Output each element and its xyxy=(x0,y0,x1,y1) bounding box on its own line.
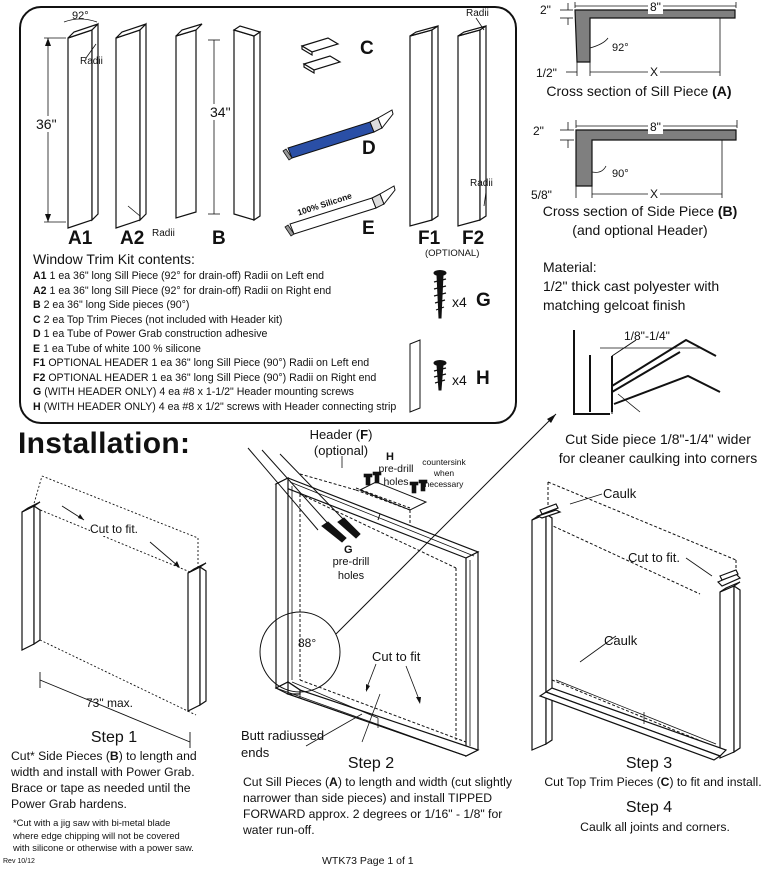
step2-title: Step 2 xyxy=(347,755,395,772)
material-line: 1/2" thick cast polyester with xyxy=(543,278,720,294)
max-width-label: 73" max. xyxy=(86,696,133,710)
power-grab-tube xyxy=(282,109,394,161)
step3-title: Step 3 xyxy=(625,755,673,772)
kit-contents-box xyxy=(19,6,517,424)
list-item: B 2 ea 36" long Side pieces (90°) xyxy=(33,299,190,311)
piece-f2-drawing xyxy=(457,24,487,227)
list-item: F1 OPTIONAL HEADER 1 ea 36" long Sill Pi… xyxy=(33,357,370,369)
material-line: matching gelcoat finish xyxy=(543,297,686,313)
angle-label: 92° xyxy=(72,10,89,22)
step3-diagram xyxy=(531,481,742,761)
piece-label-c: C xyxy=(360,38,374,59)
caulk-top-label: Caulk xyxy=(603,486,637,501)
caulk-label: Caulk xyxy=(604,633,638,648)
sill-dim-half: 1/2" xyxy=(536,66,557,80)
sill-dim-2: 2" xyxy=(540,3,551,17)
sill-angle: 92° xyxy=(612,42,629,54)
step1-title: Step 1 xyxy=(90,729,138,746)
h-predrill-label: pre-drill holes xyxy=(378,463,414,488)
g-predrill-label: pre-drill holes xyxy=(332,556,370,582)
piece-c-drawing xyxy=(300,37,342,75)
piece-label-h: H xyxy=(476,368,490,389)
step2-cut-label: Cut to fit xyxy=(372,649,421,664)
list-item: A2 1 ea 36" long Sill Piece (92° for dra… xyxy=(33,284,332,297)
header-label: Header (F) (optional) xyxy=(309,427,373,458)
step2-diagram xyxy=(247,413,557,757)
piece-label-g: G xyxy=(476,290,491,311)
corner-note: Cut Side piece 1/8"-1/4" wider for clean… xyxy=(558,431,758,466)
countersink-label: countersink when necessary xyxy=(422,457,466,489)
quantity-g: x4 xyxy=(452,294,467,310)
page-number: WTK73 Page 1 of 1 xyxy=(322,855,414,867)
piece-label-b: B xyxy=(212,228,226,249)
piece-b-drawing xyxy=(175,23,262,222)
step2-text: Cut Sill Pieces (A) to length and width … xyxy=(243,775,512,837)
connecting-strip xyxy=(409,339,421,413)
step1-cut-label: Cut to fit. xyxy=(90,522,139,536)
corner-detail xyxy=(573,330,721,415)
piece-a1-drawing xyxy=(67,22,99,229)
h-code-label: H xyxy=(386,451,394,463)
angle-88-label: 88° xyxy=(298,636,317,650)
step4-text: Caulk all joints and corners. xyxy=(580,820,730,834)
list-item: E 1 ea Tube of white 100 % silicone xyxy=(33,342,201,355)
dimension-34-label: 34" xyxy=(210,104,231,120)
side-dim-58: 5/8" xyxy=(531,188,552,202)
quantity-h: x4 xyxy=(452,372,467,388)
piece-f1-drawing xyxy=(409,24,439,227)
screw-g-icon xyxy=(433,270,447,319)
step1-note: *Cut with a jig saw with bi-metal blade … xyxy=(13,817,194,853)
side-cross-section xyxy=(560,120,738,198)
side-caption: Cross section of Side Piece (B) (and opt… xyxy=(542,203,738,238)
dimension-36-label: 36" xyxy=(36,116,57,132)
piece-label-f2: F2 xyxy=(462,228,485,249)
material-text: Material: 1/2" thick cast polyester with… xyxy=(543,258,719,315)
material-title: Material: xyxy=(543,259,597,275)
gap-dimension: 1/8"-1/4" xyxy=(624,329,670,343)
side-angle: 90° xyxy=(612,168,629,180)
step1-diagram xyxy=(21,475,207,748)
radii-label: Radii xyxy=(152,228,175,239)
sill-dim-x: X xyxy=(648,65,661,79)
list-item: C 2 ea Top Trim Pieces (not included wit… xyxy=(33,313,283,326)
list-item: D 1 ea Tube of Power Grab construction a… xyxy=(33,328,268,340)
revision-label: Rev 10/12 xyxy=(3,858,35,865)
sill-dim-8: 8" xyxy=(648,0,663,14)
list-item: A1 1 ea 36" long Sill Piece (92° for dra… xyxy=(33,270,325,282)
piece-label-a2: A2 xyxy=(120,228,145,249)
side-dim-2: 2" xyxy=(533,124,544,138)
step1-text: Cut* Side Pieces (B) to length and width… xyxy=(11,749,197,811)
radii-label: Radii xyxy=(470,178,493,189)
side-dim-8: 8" xyxy=(648,120,663,134)
silicone-tube xyxy=(284,185,396,237)
installation-title: Installation: xyxy=(18,427,191,460)
radii-label: Radii xyxy=(466,8,489,19)
piece-label-d: D xyxy=(362,138,376,159)
kit-contents-list: Window Trim Kit contents: A1 1 ea 36" lo… xyxy=(33,251,503,414)
list-item: F2 OPTIONAL HEADER 1 ea 36" long Sill Pi… xyxy=(33,371,377,384)
radii-label: Radii xyxy=(80,56,103,67)
step4-title: Step 4 xyxy=(625,799,673,816)
step3-text: Cut Top Trim Pieces (C) to fit and insta… xyxy=(544,775,762,789)
piece-label-a1: A1 xyxy=(68,228,93,249)
screw-h-icon xyxy=(433,360,447,391)
list-item: G (WITH HEADER ONLY) 4 ea #8 x 1-1/2" He… xyxy=(33,386,354,398)
piece-a2-drawing xyxy=(115,22,147,229)
kit-contents-title: Window Trim Kit contents: xyxy=(33,251,195,267)
side-dim-x: X xyxy=(648,187,661,201)
sill-caption: Cross section of Sill Piece (A) xyxy=(546,83,732,99)
butt-ends-label: Butt radiussed ends xyxy=(241,728,325,760)
g-code-label: G xyxy=(344,544,353,556)
step3-cut-label: Cut to fit. xyxy=(628,550,681,565)
piece-label-e: E xyxy=(362,218,375,239)
list-item: H (WITH HEADER ONLY) 4 ea #8 x 1/2" scre… xyxy=(33,400,397,413)
optional-label: (OPTIONAL) xyxy=(425,248,480,259)
piece-label-f1: F1 xyxy=(418,228,441,249)
